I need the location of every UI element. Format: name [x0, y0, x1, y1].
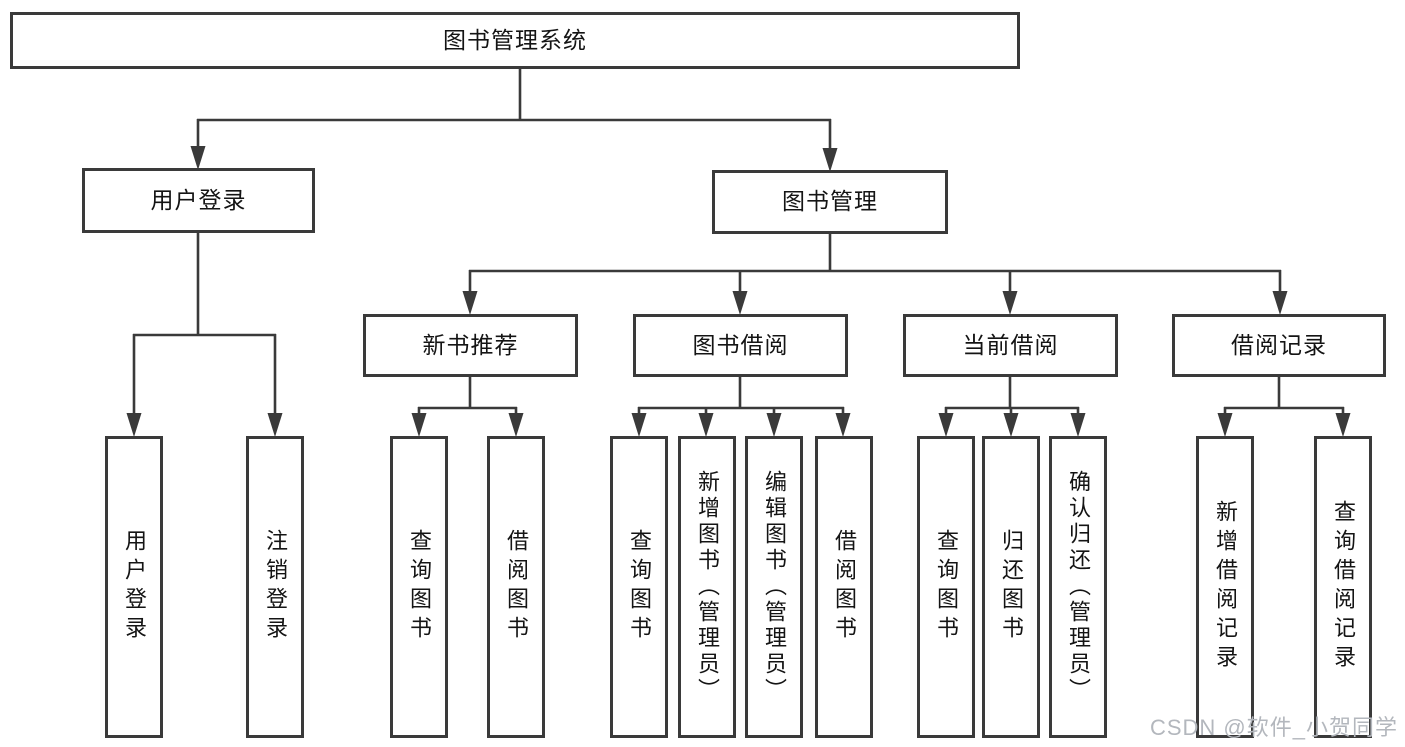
leaf-add-borrow-record: 新增借阅记录: [1196, 436, 1254, 738]
leaf-add-books-admin: 新增图书（管理员）: [678, 436, 736, 738]
node-book-management: 图书管理: [712, 170, 948, 234]
csdn-watermark: CSDN @软件_小贺同学: [1149, 715, 1398, 740]
leaf-query-books-borrowing: 查询图书: [610, 436, 668, 738]
leaf-logout: 注销登录: [246, 436, 304, 738]
leaf-edit-books-admin: 编辑图书（管理员）: [745, 436, 803, 738]
leaf-confirm-return-admin: 确认归还（管理员）: [1049, 436, 1107, 738]
leaf-return-books: 归还图书: [982, 436, 1040, 738]
leaf-borrow-books-recommend: 借阅图书: [487, 436, 545, 738]
node-current-borrowing: 当前借阅: [903, 314, 1118, 377]
node-user-login: 用户登录: [82, 168, 315, 233]
leaf-query-books-recommend: 查询图书: [390, 436, 448, 738]
node-book-borrowing: 图书借阅: [633, 314, 848, 377]
leaf-user-login: 用户登录: [105, 436, 163, 738]
leaf-query-borrow-record: 查询借阅记录: [1314, 436, 1372, 738]
node-library-management-system: 图书管理系统: [10, 12, 1020, 69]
node-new-book-recommendation: 新书推荐: [363, 314, 578, 377]
leaf-borrow-books-borrowing: 借阅图书: [815, 436, 873, 738]
leaf-query-books-current: 查询图书: [917, 436, 975, 738]
node-borrowing-records: 借阅记录: [1172, 314, 1386, 377]
arrowheads: [126, 146, 1351, 437]
